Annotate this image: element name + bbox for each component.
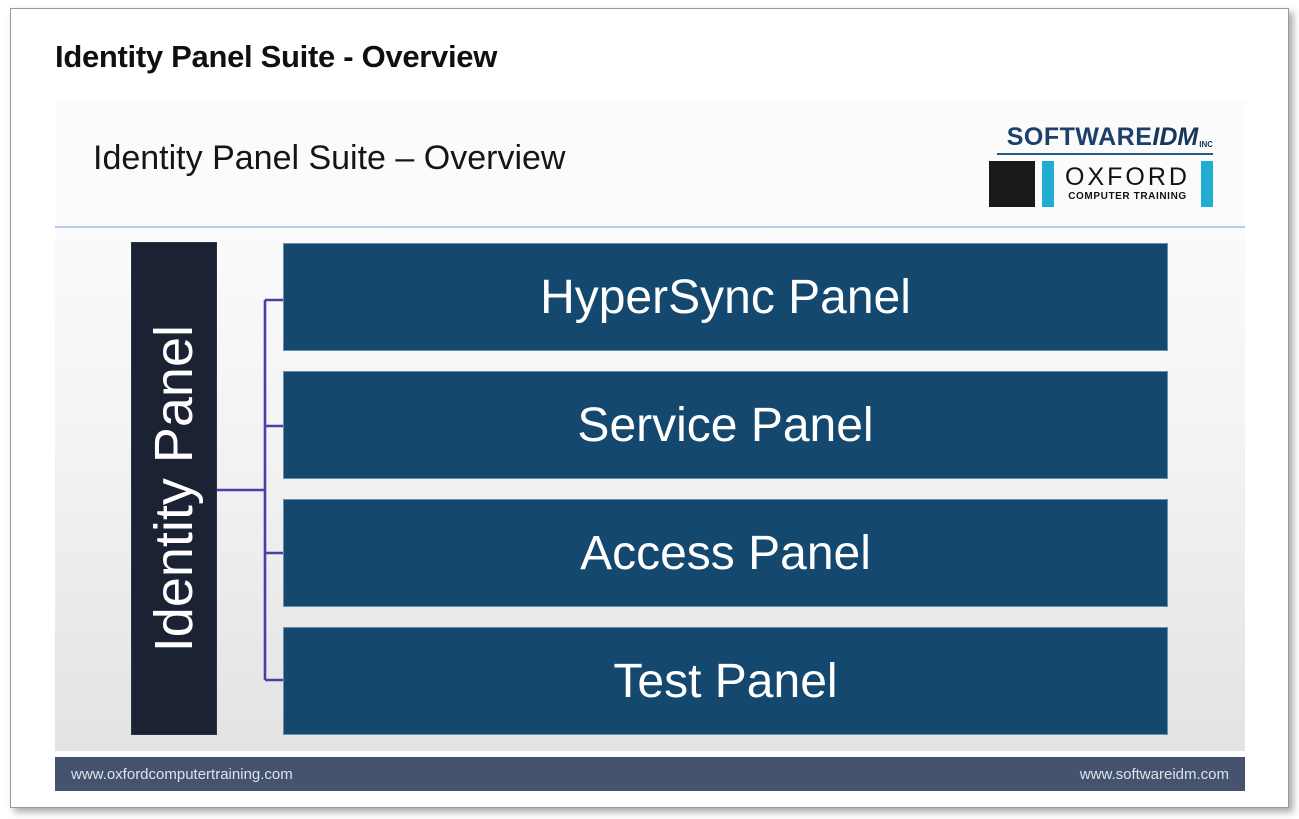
softwareidm-word-idm: IDM (1152, 123, 1199, 151)
slide-body: Identity Panel (55, 228, 1245, 751)
page-title: Identity Panel Suite - Overview (55, 39, 498, 74)
panel-stack: HyperSync Panel Service Panel Access Pan… (283, 243, 1168, 735)
slide-title-band: Identity Panel Suite – Overview SOFTWARE… (55, 101, 1245, 229)
oxford-cyan-bar-right-icon (1201, 161, 1213, 207)
softwareidm-underline (997, 153, 1213, 155)
panel-service[interactable]: Service Panel (283, 371, 1168, 479)
panel-test[interactable]: Test Panel (283, 627, 1168, 735)
oxford-black-square-icon (989, 161, 1035, 207)
logo-cluster: SOFTWAREIDMINC OXFORD COMPUTER TRAINING (989, 123, 1213, 209)
slide-frame: Identity Panel Suite - Overview Identity… (10, 8, 1289, 808)
slide-title: Identity Panel Suite – Overview (93, 139, 566, 177)
panel-access[interactable]: Access Panel (283, 499, 1168, 607)
diagram-root-label: Identity Panel (144, 324, 204, 653)
softwareidm-word-inc: INC (1199, 140, 1213, 149)
oxford-sub-label: COMPUTER TRAINING (1068, 190, 1187, 202)
title-divider (55, 226, 1245, 229)
panel-hypersync[interactable]: HyperSync Panel (283, 243, 1168, 351)
panel-label: HyperSync Panel (540, 270, 911, 324)
panel-label: Service Panel (577, 398, 874, 452)
document-header: Identity Panel Suite - Overview (11, 9, 1288, 101)
diagram-root-block: Identity Panel (131, 242, 217, 735)
oxford-logo: OXFORD COMPUTER TRAINING (989, 161, 1213, 207)
oxford-main-label: OXFORD (1065, 162, 1190, 191)
slide-canvas: Identity Panel Suite – Overview SOFTWARE… (55, 101, 1245, 791)
panel-label: Test Panel (613, 654, 838, 708)
slide-footer: www.oxfordcomputertraining.com www.softw… (55, 757, 1245, 791)
panel-label: Access Panel (580, 526, 871, 580)
footer-link-softwareidm[interactable]: www.softwareidm.com (1079, 765, 1229, 783)
footer-link-oxford[interactable]: www.oxfordcomputertraining.com (71, 765, 293, 783)
softwareidm-logo: SOFTWAREIDMINC (989, 123, 1213, 161)
softwareidm-word-software: SOFTWARE (1006, 123, 1153, 151)
oxford-wordmark: OXFORD COMPUTER TRAINING (1054, 161, 1201, 207)
oxford-cyan-bar-left-icon (1042, 161, 1054, 207)
